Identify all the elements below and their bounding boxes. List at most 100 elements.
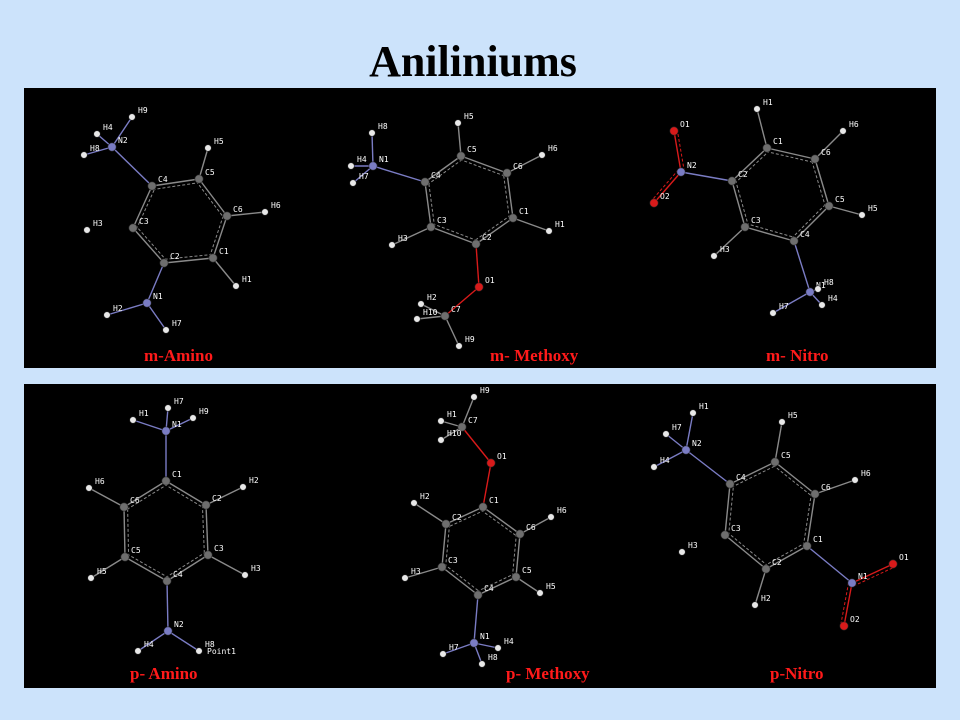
atom-label-m-amino-C1: C1 xyxy=(219,247,229,256)
atom-label-p-amino-H1: H1 xyxy=(139,409,149,418)
atom-label-m-methoxy-H10: H10 xyxy=(423,308,438,317)
atom-m-amino-H7 xyxy=(162,326,170,334)
bond-C2-C3 xyxy=(205,504,209,556)
bond-C4-C5-secondary xyxy=(152,182,200,191)
atom-p-amino-C6 xyxy=(119,502,129,512)
atom-p-methoxy-H10 xyxy=(437,436,445,444)
atom-p-nitro-C5 xyxy=(770,457,780,467)
atom-p-methoxy-N1 xyxy=(469,638,479,648)
atom-m-amino-H3 xyxy=(83,226,91,234)
bond-C5-C6-secondary xyxy=(195,180,225,219)
bond-C2-H2 xyxy=(754,568,767,606)
atom-label-m-methoxy-C2: C2 xyxy=(482,233,492,242)
molecule-canvas-top: C1C2C3C4C5C6N1N2H1H2H3H4H5H6H7H8H9C1C2C3… xyxy=(80,98,878,350)
atom-p-nitro-H6 xyxy=(851,476,859,484)
bond-C4-C5-secondary xyxy=(731,464,777,488)
atom-label-m-amino-H2: H2 xyxy=(113,304,123,313)
atom-label-p-nitro-C3: C3 xyxy=(731,524,741,533)
bond-C6-H6 xyxy=(506,154,543,174)
bond-C2-C3 xyxy=(430,226,477,245)
atom-m-amino-C3 xyxy=(128,223,138,233)
bond-C5-H5 xyxy=(774,421,783,463)
atom-label-m-nitro-C4: C4 xyxy=(800,230,810,239)
atom-m-methoxy-C3 xyxy=(426,222,436,232)
bond-N1-H8 xyxy=(371,132,374,167)
atom-label-m-nitro-H5: H5 xyxy=(868,204,878,213)
atom-m-amino-N1 xyxy=(142,298,152,308)
bond-N2-H4 xyxy=(653,449,687,468)
atom-m-methoxy-H10 xyxy=(413,315,421,323)
bond-C2-C3-secondary xyxy=(201,505,205,556)
bond-C4-C5 xyxy=(151,178,200,187)
bond-C5-C6-secondary xyxy=(459,158,506,177)
bond-C3-C4-secondary xyxy=(443,563,481,593)
bond-C3-H3 xyxy=(207,554,246,576)
bond-C1-C6 xyxy=(482,506,521,535)
atom-m-nitro-H7 xyxy=(769,309,777,317)
atom-p-amino-C3 xyxy=(203,550,213,560)
atom-label-p-nitro-N2: N2 xyxy=(692,439,702,448)
atom-label-m-amino-N1: N1 xyxy=(153,292,163,301)
bond-C3-C4 xyxy=(424,181,432,228)
atom-p-methoxy-C5 xyxy=(511,572,521,582)
atom-m-nitro-O2 xyxy=(649,198,659,208)
bond-C2-H2 xyxy=(413,502,447,525)
atom-label-p-methoxy-C1: C1 xyxy=(489,496,499,505)
bond-C5-C6 xyxy=(814,158,830,207)
bond-C1-C2-secondary xyxy=(473,214,511,242)
bond-N1-H9 xyxy=(165,417,194,432)
atom-label-p-nitro-N1: N1 xyxy=(858,572,868,581)
atom-label-p-amino-H7: H7 xyxy=(174,397,184,406)
atom-p-methoxy-H7 xyxy=(439,650,447,658)
atom-m-nitro-H3 xyxy=(710,252,718,260)
atom-p-nitro-H5 xyxy=(778,418,786,426)
atom-label-p-methoxy-C2: C2 xyxy=(452,513,462,522)
atom-m-nitro-H8 xyxy=(814,285,822,293)
atom-p-nitro-C6 xyxy=(810,489,820,499)
atom-m-nitro-H1 xyxy=(753,105,761,113)
atom-label-p-methoxy-H3: H3 xyxy=(411,567,421,576)
bond-C4-C5-secondary xyxy=(126,553,169,579)
bond-C6-H6 xyxy=(519,516,552,535)
atom-label-p-methoxy-O1: O1 xyxy=(497,452,507,461)
atom-label-m-methoxy-N1: N1 xyxy=(379,155,389,164)
bond-C4-N1 xyxy=(372,165,426,183)
atom-p-nitro-N1 xyxy=(847,578,857,588)
bond-C5-C6-secondary xyxy=(127,506,130,557)
bond-C5-C6-secondary xyxy=(772,464,814,498)
bond-N2-O2 xyxy=(653,171,682,204)
atom-label-p-methoxy-H1: H1 xyxy=(447,410,457,419)
bond-N1-O1 xyxy=(851,563,894,584)
atom-label-m-nitro-C5: C5 xyxy=(835,195,845,204)
atom-label-p-amino-H9: H9 xyxy=(199,407,209,416)
atom-m-methoxy-N1 xyxy=(368,161,378,171)
bond-O1-C7 xyxy=(444,286,480,317)
bond-C4-C5 xyxy=(729,461,776,485)
bond-N2-O1 xyxy=(673,130,682,173)
atom-m-nitro-H4 xyxy=(818,301,826,309)
atom-p-methoxy-H4 xyxy=(494,644,502,652)
atom-label-m-amino-H8: H8 xyxy=(90,144,100,153)
bond-C2-C3 xyxy=(132,227,165,264)
atom-m-nitro-C2 xyxy=(727,176,737,186)
atom-p-amino-C2 xyxy=(201,500,211,510)
atom-m-amino-C2 xyxy=(159,258,169,268)
bond-C1-C6 xyxy=(123,480,167,508)
atom-label-p-amino-C1: C1 xyxy=(172,470,182,479)
bond-C3-H3 xyxy=(404,566,443,579)
bond-C4-C5-secondary xyxy=(791,203,827,239)
bond-C4-N1 xyxy=(473,594,479,644)
atom-label-m-amino-N2: N2 xyxy=(118,136,128,145)
atom-label-m-methoxy-H3: H3 xyxy=(398,234,408,243)
bond-C4-N2 xyxy=(166,580,169,632)
atom-m-methoxy-C5 xyxy=(456,151,466,161)
bond-C2-C3-secondary xyxy=(735,180,749,227)
bond-C2-C3 xyxy=(731,180,746,228)
bond-N2-H9 xyxy=(111,116,133,148)
atom-m-methoxy-H8 xyxy=(368,129,376,137)
atom-label-p-nitro-H4: H4 xyxy=(660,456,670,465)
bond-C2-C3 xyxy=(724,534,767,570)
